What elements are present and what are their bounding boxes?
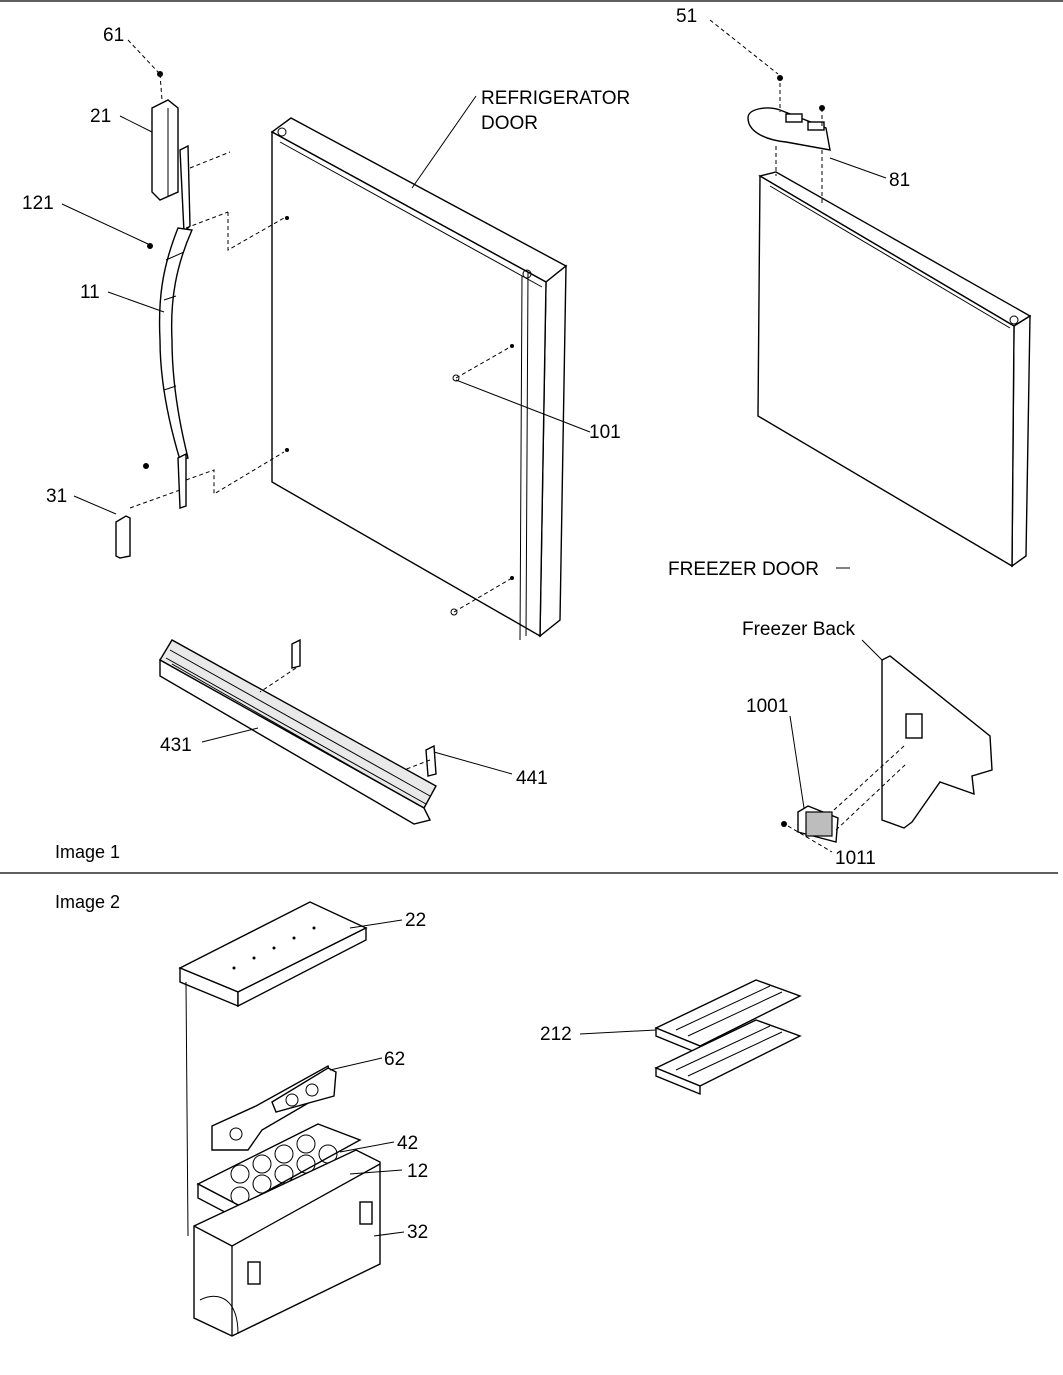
refrigerator-door [270,117,568,641]
door-bin [193,1149,381,1337]
leader-lines-image-1 [61,19,887,853]
part-label-62: 62 [384,1049,405,1070]
part-label-1001: 1001 [746,696,788,717]
shelf [178,901,368,1237]
part-label-1011: 1011 [835,848,876,869]
part-label-61: 61 [103,25,124,46]
part-label-22: 22 [405,910,426,931]
leader-lines-image-2 [329,919,657,1237]
egg-holder [211,1064,337,1151]
part-label-42: 42 [397,1133,418,1154]
freezer-back-panel [781,655,993,843]
freezer-door-label: FREEZER DOOR [668,559,819,580]
part-label-51: 51 [676,6,697,27]
refrigerator-door-label-line2: DOOR [481,113,538,134]
handle-assembly [115,71,285,559]
part-label-11: 11 [80,282,100,303]
part-label-32: 32 [407,1222,428,1243]
freezer-back-label: Freezer Back [742,619,855,640]
part-label-441: 441 [516,768,548,789]
freezer-door [747,75,1032,568]
section-label-image-1: Image 1 [55,842,120,862]
part-label-101: 101 [589,422,621,443]
part-label-21: 21 [90,106,111,127]
part-label-431: 431 [160,735,192,756]
ice-trays [654,979,802,1096]
refrigerator-door-label-line1: REFRIGERATOR [481,88,630,109]
part-label-121: 121 [22,193,54,214]
kickplate [159,638,437,825]
part-label-212: 212 [540,1024,572,1045]
part-label-31: 31 [46,486,67,507]
part-label-81: 81 [889,170,910,191]
part-label-12: 12 [407,1161,428,1182]
section-label-image-2: Image 2 [55,892,120,912]
